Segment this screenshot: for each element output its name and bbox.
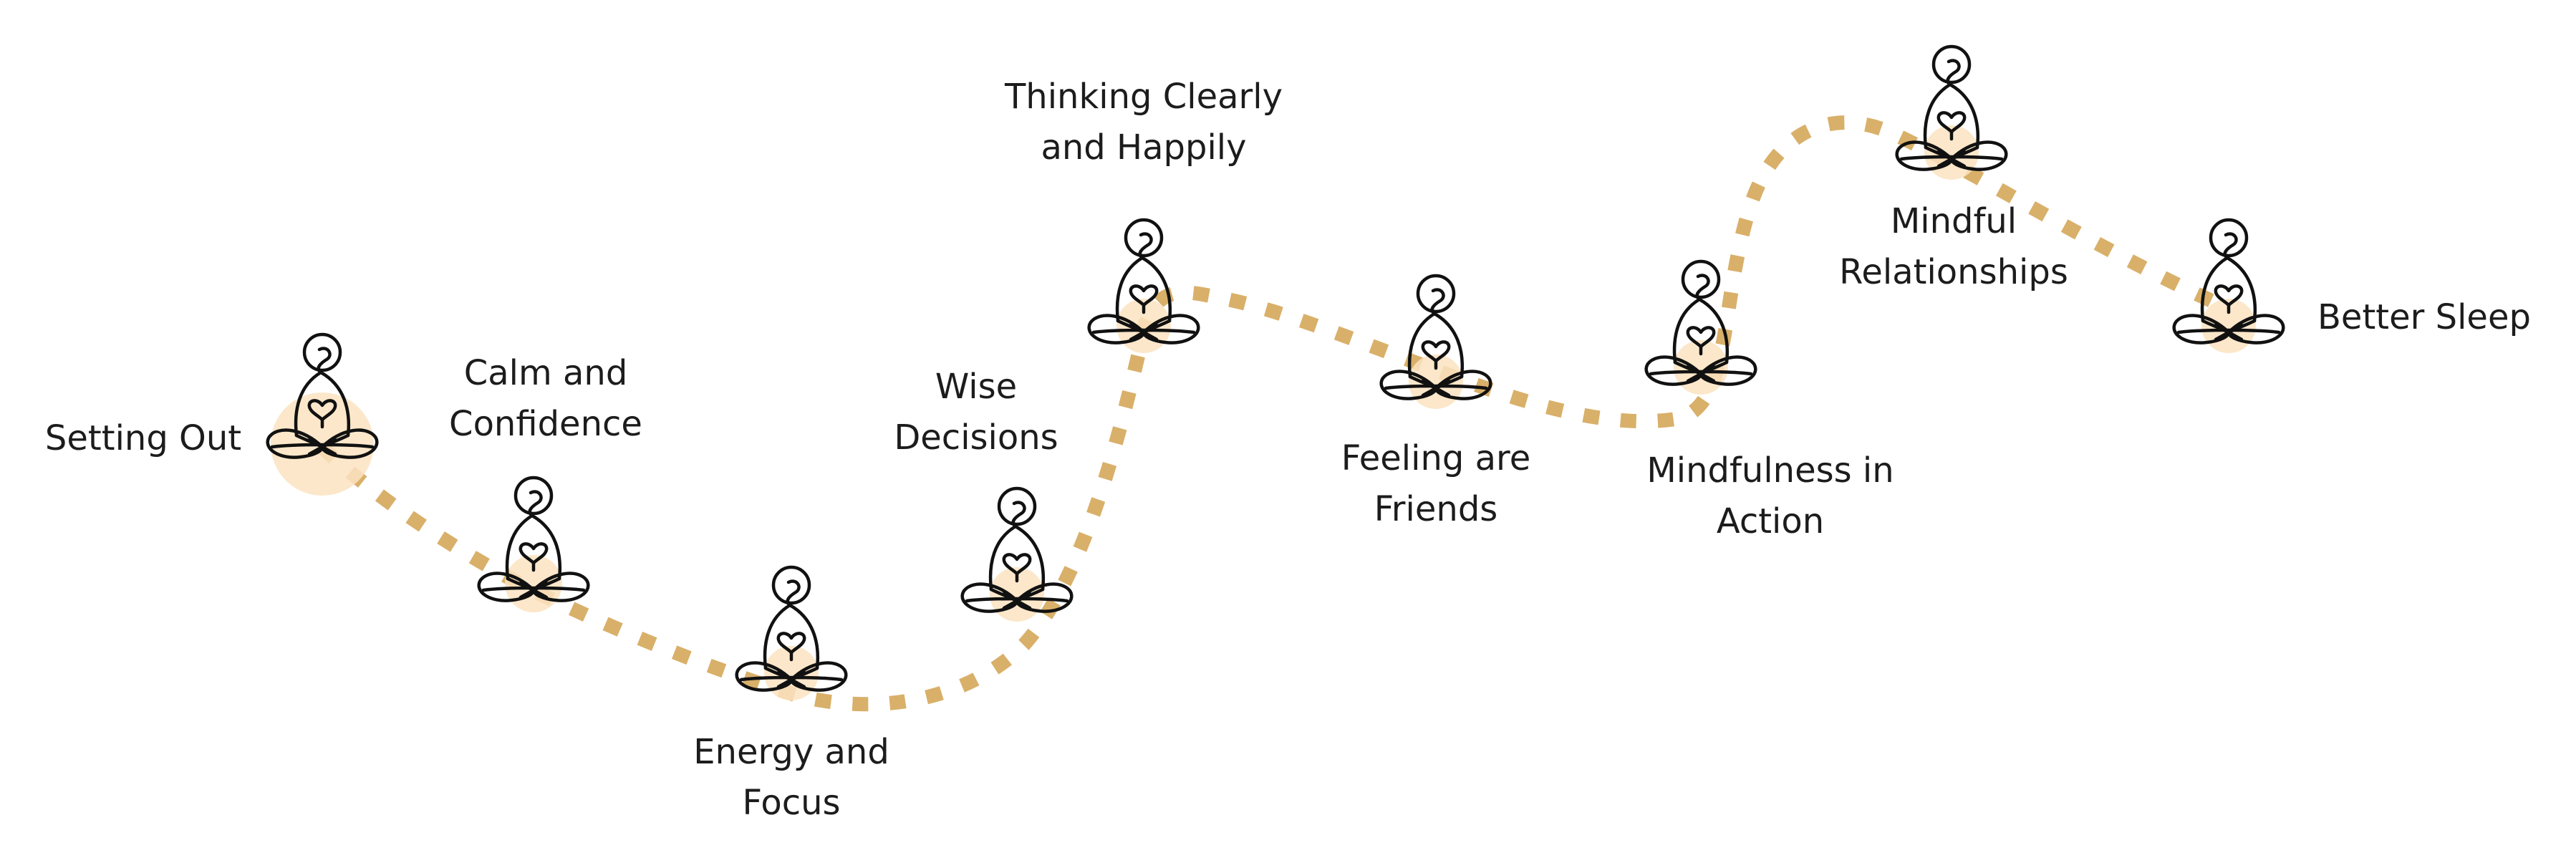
step-label: Mindfulness in Action	[1646, 450, 1894, 541]
step-label-line: Thinking Clearly	[1004, 77, 1283, 117]
step-label-line: Focus	[742, 783, 840, 823]
step-label-line: Decisions	[894, 418, 1058, 458]
step-label-line: Relationships	[1839, 252, 2068, 292]
step-label-line: Feeling are	[1341, 438, 1531, 478]
step-label-line: Mindfulness in	[1646, 450, 1894, 491]
step-label-line: Energy and	[693, 732, 889, 772]
step-label-line: Friends	[1374, 489, 1498, 529]
step-label-line: Better Sleep	[2317, 297, 2531, 337]
step-label: Better Sleep	[2317, 297, 2531, 337]
journey-step: Mindfulness in Action	[1646, 261, 1894, 541]
journey-step: Setting Out	[45, 334, 377, 496]
step-label-line: Action	[1717, 501, 1824, 541]
step-label: Thinking Clearly and Happily	[1004, 77, 1283, 168]
step-label-line: Wise	[935, 367, 1017, 407]
step-label-line: Mindful	[1891, 201, 2017, 241]
step-label-line: Setting Out	[45, 418, 241, 458]
journey-step: Thinking Clearly and Happily	[1004, 77, 1283, 353]
step-label: Setting Out	[45, 418, 241, 458]
step-label-line: Confidence	[449, 404, 642, 444]
step-label-line: Calm and	[464, 353, 628, 393]
journey-step: Better Sleep	[2174, 220, 2531, 353]
dotted-journey-path	[317, 115, 2231, 712]
step-label-line: and Happily	[1041, 127, 1246, 168]
